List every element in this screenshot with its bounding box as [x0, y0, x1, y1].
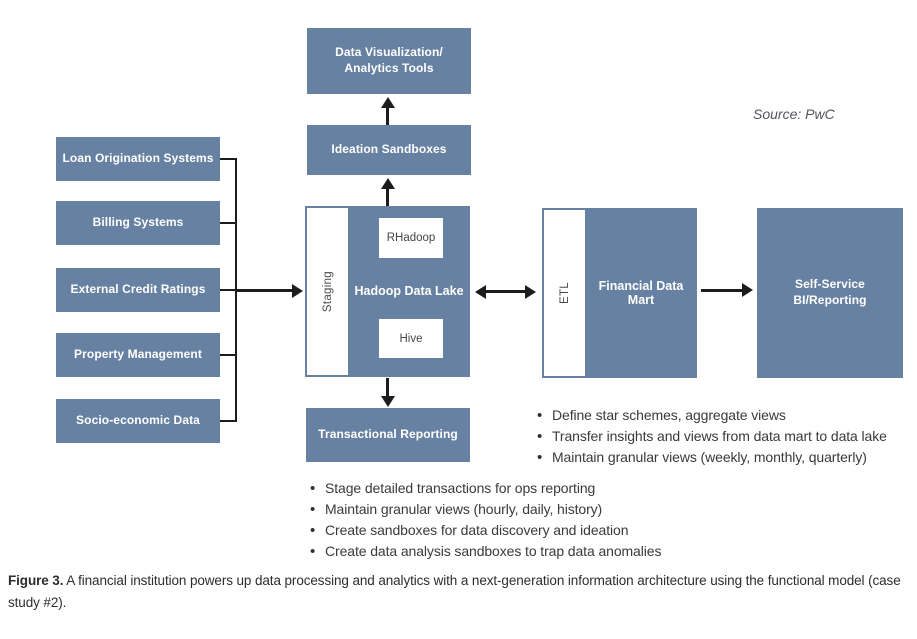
data-mart-bullet-list: Define star schemes, aggregate views Tra…	[535, 405, 913, 468]
figure-caption-label: Figure 3.	[8, 573, 64, 588]
connector-line	[220, 158, 237, 160]
node-label-line2: BI/Reporting	[793, 293, 867, 307]
bullet-item: Maintain granular views (weekly, monthly…	[535, 447, 913, 468]
node-ideation-sandboxes: Ideation Sandboxes	[307, 125, 471, 175]
node-data-visualization-analytics-tools: Data Visualization/ Analytics Tools	[307, 28, 471, 94]
node-label: Property Management	[74, 347, 202, 362]
node-rhadoop: RHadoop	[379, 218, 443, 258]
arrow-lake-to-transactional	[386, 378, 389, 397]
node-external-credit-ratings: External Credit Ratings	[56, 268, 220, 312]
node-label-line2: Analytics Tools	[344, 61, 434, 75]
node-label: Socio-economic Data	[76, 413, 200, 428]
arrow-sources-to-lake	[236, 289, 292, 292]
connector-line	[220, 222, 237, 224]
node-label-line1: Data Visualization/	[335, 45, 443, 60]
connector-line	[220, 354, 237, 356]
bullet-item: Define star schemes, aggregate views	[535, 405, 913, 426]
bullet-item: Stage detailed transactions for ops repo…	[308, 478, 708, 499]
node-label: Billing Systems	[92, 215, 184, 230]
etl-label: ETL	[558, 282, 571, 304]
node-loan-origination-systems: Loan Origination Systems	[56, 137, 220, 181]
arrowhead-right-icon	[525, 285, 536, 299]
arrow-mart-to-bi	[701, 289, 742, 292]
node-self-service-bi-reporting: Self-Service BI/Reporting	[757, 208, 903, 378]
node-label: Hive	[399, 332, 423, 345]
node-billing-systems: Billing Systems	[56, 201, 220, 245]
node-hadoop-data-lake: Staging RHadoop Hadoop Data Lake Hive	[305, 206, 470, 377]
figure-caption-text: A financial institution powers up data p…	[8, 573, 901, 610]
arrowhead-up-icon	[381, 178, 395, 189]
arrow-ideation-to-dataviz	[386, 107, 389, 125]
node-property-management: Property Management	[56, 333, 220, 377]
bullet-item: Maintain granular views (hourly, daily, …	[308, 499, 708, 520]
staging-strip: Staging	[307, 208, 348, 375]
node-label: Ideation Sandboxes	[331, 142, 447, 157]
data-lake-bullet-list: Stage detailed transactions for ops repo…	[308, 478, 708, 562]
node-label: Loan Origination Systems	[62, 151, 214, 166]
arrow-lake-mart-bidirectional	[485, 290, 526, 293]
node-label-line1: Self-Service	[795, 277, 865, 292]
node-label: RHadoop	[386, 232, 436, 244]
arrow-lake-to-ideation	[386, 188, 389, 206]
hadoop-data-lake-label: Hadoop Data Lake	[354, 284, 464, 298]
node-socio-economic-data: Socio-economic Data	[56, 399, 220, 443]
arrowhead-right-icon	[292, 284, 303, 298]
financial-data-mart-label: Financial Data Mart	[598, 279, 684, 307]
arrowhead-left-icon	[475, 285, 486, 299]
connector-line	[220, 289, 237, 291]
figure-caption: Figure 3. A financial institution powers…	[8, 570, 906, 614]
bullet-item: Transfer insights and views from data ma…	[535, 426, 913, 447]
etl-strip: ETL	[544, 210, 585, 376]
node-financial-data-mart: ETL Financial Data Mart	[542, 208, 697, 378]
node-label: Transactional Reporting	[318, 427, 458, 442]
bullet-item: Create data analysis sandboxes to trap d…	[308, 541, 708, 562]
staging-label: Staging	[321, 270, 334, 313]
node-transactional-reporting: Transactional Reporting	[306, 408, 470, 462]
bullet-item: Create sandboxes for data discovery and …	[308, 520, 708, 541]
node-hive: Hive	[379, 319, 443, 358]
arrowhead-up-icon	[381, 97, 395, 108]
arrowhead-right-icon	[742, 283, 753, 297]
arrowhead-down-icon	[381, 396, 395, 407]
node-label: External Credit Ratings	[70, 282, 206, 297]
source-note: Source: PwC	[753, 106, 835, 122]
connector-line	[220, 420, 237, 422]
